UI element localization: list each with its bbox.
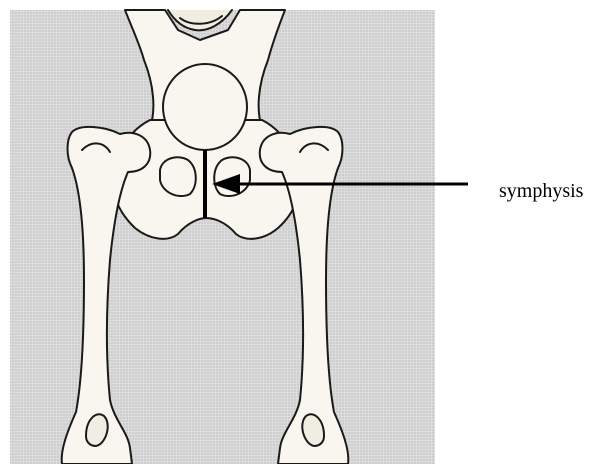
pelvic-inlet bbox=[163, 64, 247, 150]
obturator-foramen-left bbox=[160, 157, 196, 196]
symphysis-label: symphysis bbox=[499, 181, 583, 201]
